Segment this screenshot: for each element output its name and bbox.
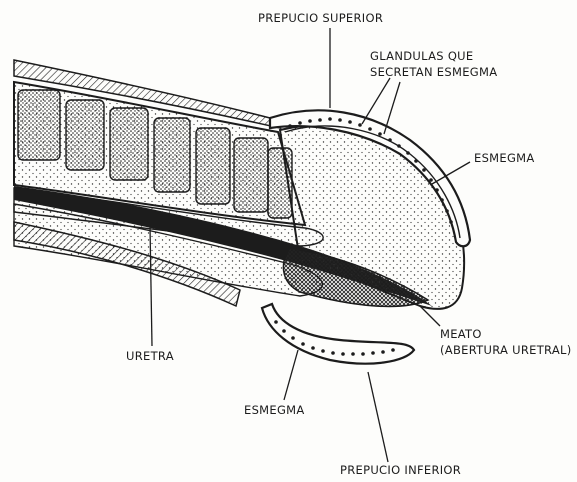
label-prepucio-superior: PREPUCIO SUPERIOR	[258, 12, 383, 25]
label-meato-line2: (ABERTURA URETRAL)	[440, 344, 572, 357]
label-esmegma-bottom: ESMEGMA	[244, 404, 305, 417]
label-uretra: URETRA	[126, 350, 174, 363]
label-glandulas-line2: SECRETAN ESMEGMA	[370, 66, 497, 79]
label-prepucio-inferior: PREPUCIO INFERIOR	[340, 464, 461, 477]
lower-prepuce	[262, 304, 414, 364]
label-esmegma-top: ESMEGMA	[474, 152, 535, 165]
label-glandulas-line1: GLANDULAS QUE	[370, 50, 473, 63]
label-meato-line1: MEATO	[440, 328, 482, 341]
